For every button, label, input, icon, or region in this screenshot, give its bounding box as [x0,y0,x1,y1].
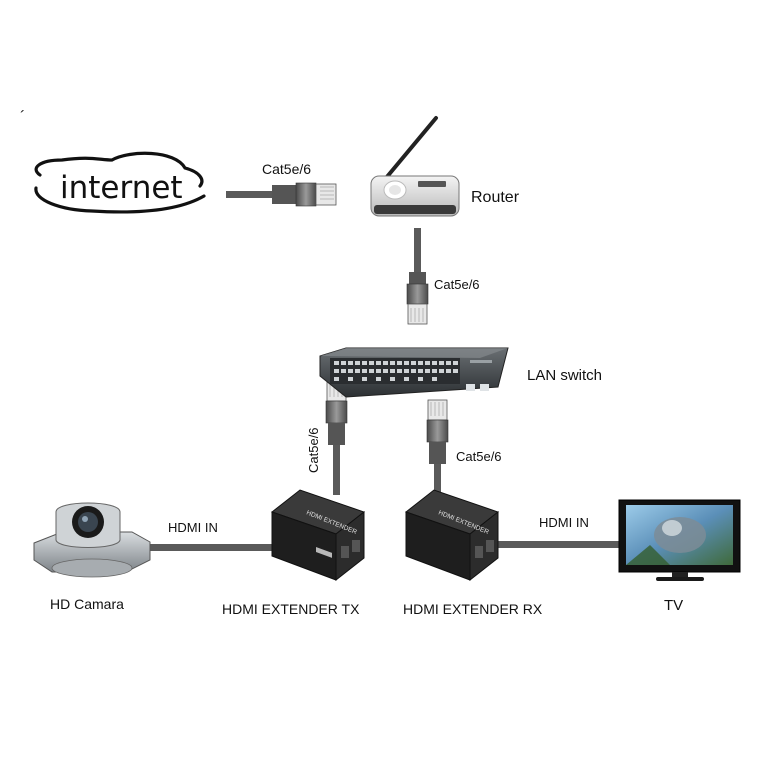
tv-label: TV [664,597,683,614]
tv-icon [618,499,741,581]
rj45-plug-switch-rx [426,399,449,464]
cable-label-internet-router: Cat5e/6 [262,161,311,177]
router-icon [370,116,460,217]
hdmi-extender-tx-label: HDMI EXTENDER TX [222,601,360,617]
lan-switch-label: LAN switch [527,367,602,384]
camera-label: HD Camara [50,596,124,612]
internet-cloud: internet [34,151,206,214]
cable-label-switch-rx: Cat5e/6 [456,449,502,464]
cable-rx-tv [495,541,622,548]
cable-label-switch-tx: Cat5e/6 [306,427,321,473]
cable-label-camera-tx: HDMI IN [168,520,218,535]
cable-label-rx-tv: HDMI IN [539,515,589,530]
router-label: Router [471,189,520,206]
hd-camera-icon [33,502,151,578]
stray-mark: ´ [20,109,25,126]
internet-text: internet [60,170,183,206]
cable-internet-router [226,191,274,198]
hdmi-extender-rx-icon: HDMI EXTENDER [404,489,500,582]
cable-label-router-switch: Cat5e/6 [434,277,480,292]
rj45-plug-internet [272,182,337,207]
lan-switch-icon [319,347,509,398]
rj45-plug-router-switch [406,272,429,325]
cable-router-switch [414,228,421,274]
cable-switch-tx [333,443,340,495]
cable-switch-rx [434,463,441,498]
hdmi-extender-rx-label: HDMI EXTENDER RX [403,601,543,617]
hdmi-extender-tx-icon: HDMI EXTENDER [270,489,366,582]
cable-camera-tx [150,544,275,551]
